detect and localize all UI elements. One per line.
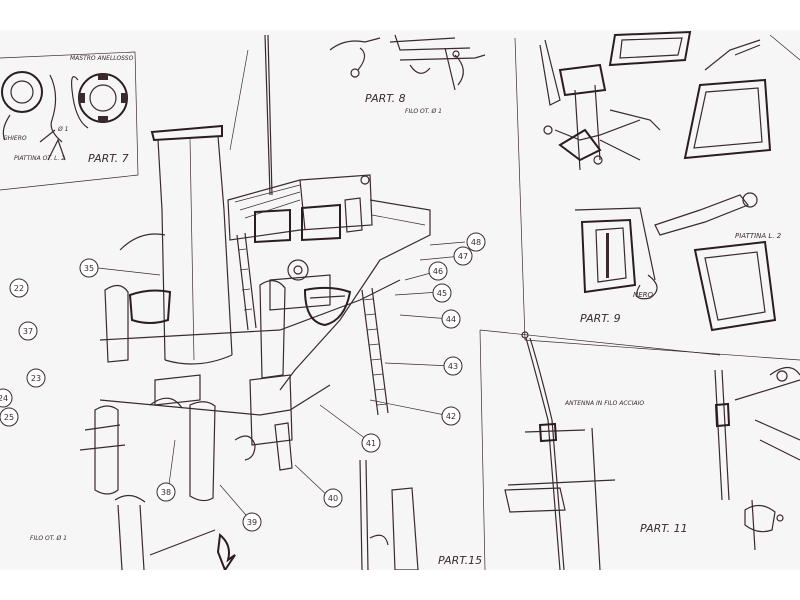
part11-group: ANTENNA IN FILO ACCIAIO PART. 11	[479, 329, 800, 570]
part8-label: PART. 8	[365, 92, 406, 105]
svg-text:44: 44	[446, 315, 456, 324]
callout-37: 37	[18, 321, 38, 341]
svg-text:24: 24	[0, 394, 8, 403]
filo-small-note: Ø 1	[57, 126, 68, 133]
callout-47: 47	[453, 246, 473, 266]
mastro-note: MASTRO ANELLOSSO	[70, 55, 134, 62]
svg-text:40: 40	[328, 494, 338, 503]
svg-text:41: 41	[366, 439, 376, 448]
part7-panel: MASTRO ANELLOSSO GHIERO Ø 1 PIATTINA OT.…	[0, 51, 139, 191]
svg-text:22: 22	[14, 284, 24, 293]
filo-bottom-note: FILO OT. Ø 1	[30, 535, 67, 542]
part9-label: PART. 9	[580, 312, 621, 325]
callout-40: 40	[323, 488, 343, 508]
tug-boat-assembly: FILO OT. Ø 1 PART.15	[30, 34, 482, 570]
callout-48: 48	[466, 232, 486, 252]
callout-39: 39	[242, 512, 262, 532]
blueprint-sheet: MASTRO ANELLOSSO GHIERO Ø 1 PIATTINA OT.…	[0, 30, 800, 570]
callout-45: 45	[432, 283, 452, 303]
part7-label: PART. 7	[88, 152, 129, 165]
svg-text:45: 45	[437, 289, 447, 298]
svg-text:46: 46	[433, 267, 443, 276]
filo-part8-note: FILO OT. Ø 1	[405, 108, 442, 115]
callout-35: 35	[79, 258, 99, 278]
part11-label: PART. 11	[640, 522, 688, 535]
antenna-note: ANTENNA IN FILO ACCIAIO	[564, 400, 644, 407]
svg-text:23: 23	[31, 374, 41, 383]
nero-note: NERO	[633, 291, 654, 299]
callout-25: 25	[0, 407, 19, 427]
callout-43: 43	[443, 356, 463, 376]
piattina-right-note: PIATTINA L. 2	[735, 232, 782, 240]
callout-42: 42	[441, 406, 461, 426]
callout-46: 46	[428, 261, 448, 281]
callout-38: 38	[156, 482, 176, 502]
piattina-left-note: PIATTINA OT. L. 2	[14, 155, 65, 162]
ghiero-note: GHIERO	[3, 135, 27, 142]
blueprint-drawing: MASTRO ANELLOSSO GHIERO Ø 1 PIATTINA OT.…	[0, 30, 800, 570]
svg-text:38: 38	[161, 488, 171, 497]
part8-group: PART. 8 FILO OT. Ø 1	[329, 34, 486, 115]
svg-text:37: 37	[23, 327, 33, 336]
svg-text:48: 48	[471, 238, 481, 247]
svg-text:42: 42	[446, 412, 456, 421]
svg-text:39: 39	[247, 518, 257, 527]
callout-24: 24	[0, 388, 13, 408]
callout-23: 23	[26, 368, 46, 388]
part9-panel: NERO PIATTINA L. 2 PART. 9	[514, 30, 800, 361]
svg-text:43: 43	[448, 362, 458, 371]
callout-41: 41	[361, 433, 381, 453]
svg-text:25: 25	[4, 413, 14, 422]
callout-44: 44	[441, 309, 461, 329]
part15-label: PART.15	[438, 554, 482, 567]
callout-22: 22	[9, 278, 29, 298]
svg-text:35: 35	[84, 264, 94, 273]
svg-text:47: 47	[458, 252, 468, 261]
